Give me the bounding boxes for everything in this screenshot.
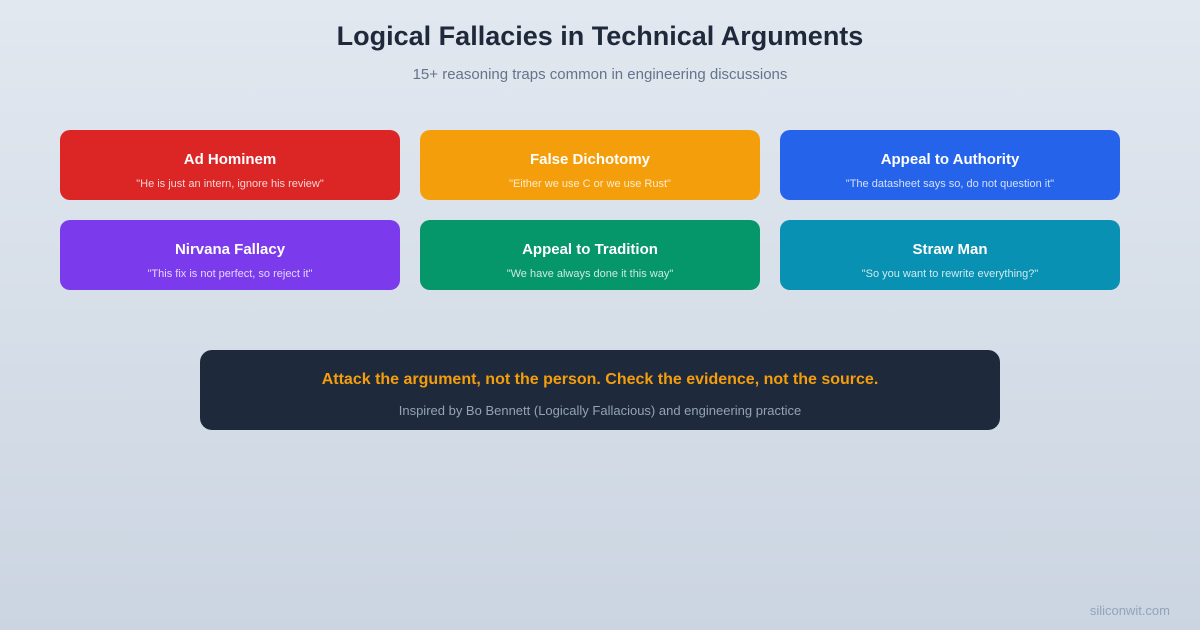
fallacy-card-appeal-to-tradition: Appeal to Tradition "We have always done… — [420, 220, 760, 290]
banner-credit: Inspired by Bo Bennett (Logically Fallac… — [398, 403, 802, 418]
fallacy-name: Appeal to Authority — [880, 151, 1020, 168]
takeaway-banner: Attack the argument, not the person. Che… — [200, 350, 1000, 430]
fallacy-quote: "This fix is not perfect, so reject it" — [147, 268, 313, 280]
fallacy-card-ad-hominem: Ad Hominem "He is just an intern, ignore… — [60, 130, 400, 200]
fallacy-name: Ad Hominem — [183, 151, 277, 168]
fallacy-card-appeal-to-authority: Appeal to Authority "The datasheet says … — [780, 130, 1120, 200]
fallacy-name: Nirvana Fallacy — [174, 241, 286, 258]
fallacy-name: Appeal to Tradition — [522, 241, 658, 258]
fallacy-quote: "The datasheet says so, do not question … — [845, 178, 1055, 190]
fallacy-card-false-dichotomy: False Dichotomy "Either we use C or we u… — [420, 130, 760, 200]
page-title: Logical Fallacies in Technical Arguments — [336, 21, 864, 51]
banner-message: Attack the argument, not the person. Che… — [321, 371, 879, 388]
fallacy-quote: "Either we use C or we use Rust" — [509, 178, 671, 190]
fallacy-name: Straw Man — [912, 241, 988, 258]
fallacy-name: False Dichotomy — [529, 151, 651, 168]
fallacy-quote: "So you want to rewrite everything?" — [861, 268, 1039, 280]
fallacy-quote: "We have always done it this way" — [506, 268, 674, 280]
page-subtitle: 15+ reasoning traps common in engineerin… — [412, 66, 788, 83]
fallacy-quote: "He is just an intern, ignore his review… — [136, 178, 324, 190]
footer-brand: siliconwit.com — [1089, 603, 1170, 618]
fallacy-card-nirvana-fallacy: Nirvana Fallacy "This fix is not perfect… — [60, 220, 400, 290]
fallacy-card-straw-man: Straw Man "So you want to rewrite everyt… — [780, 220, 1120, 290]
